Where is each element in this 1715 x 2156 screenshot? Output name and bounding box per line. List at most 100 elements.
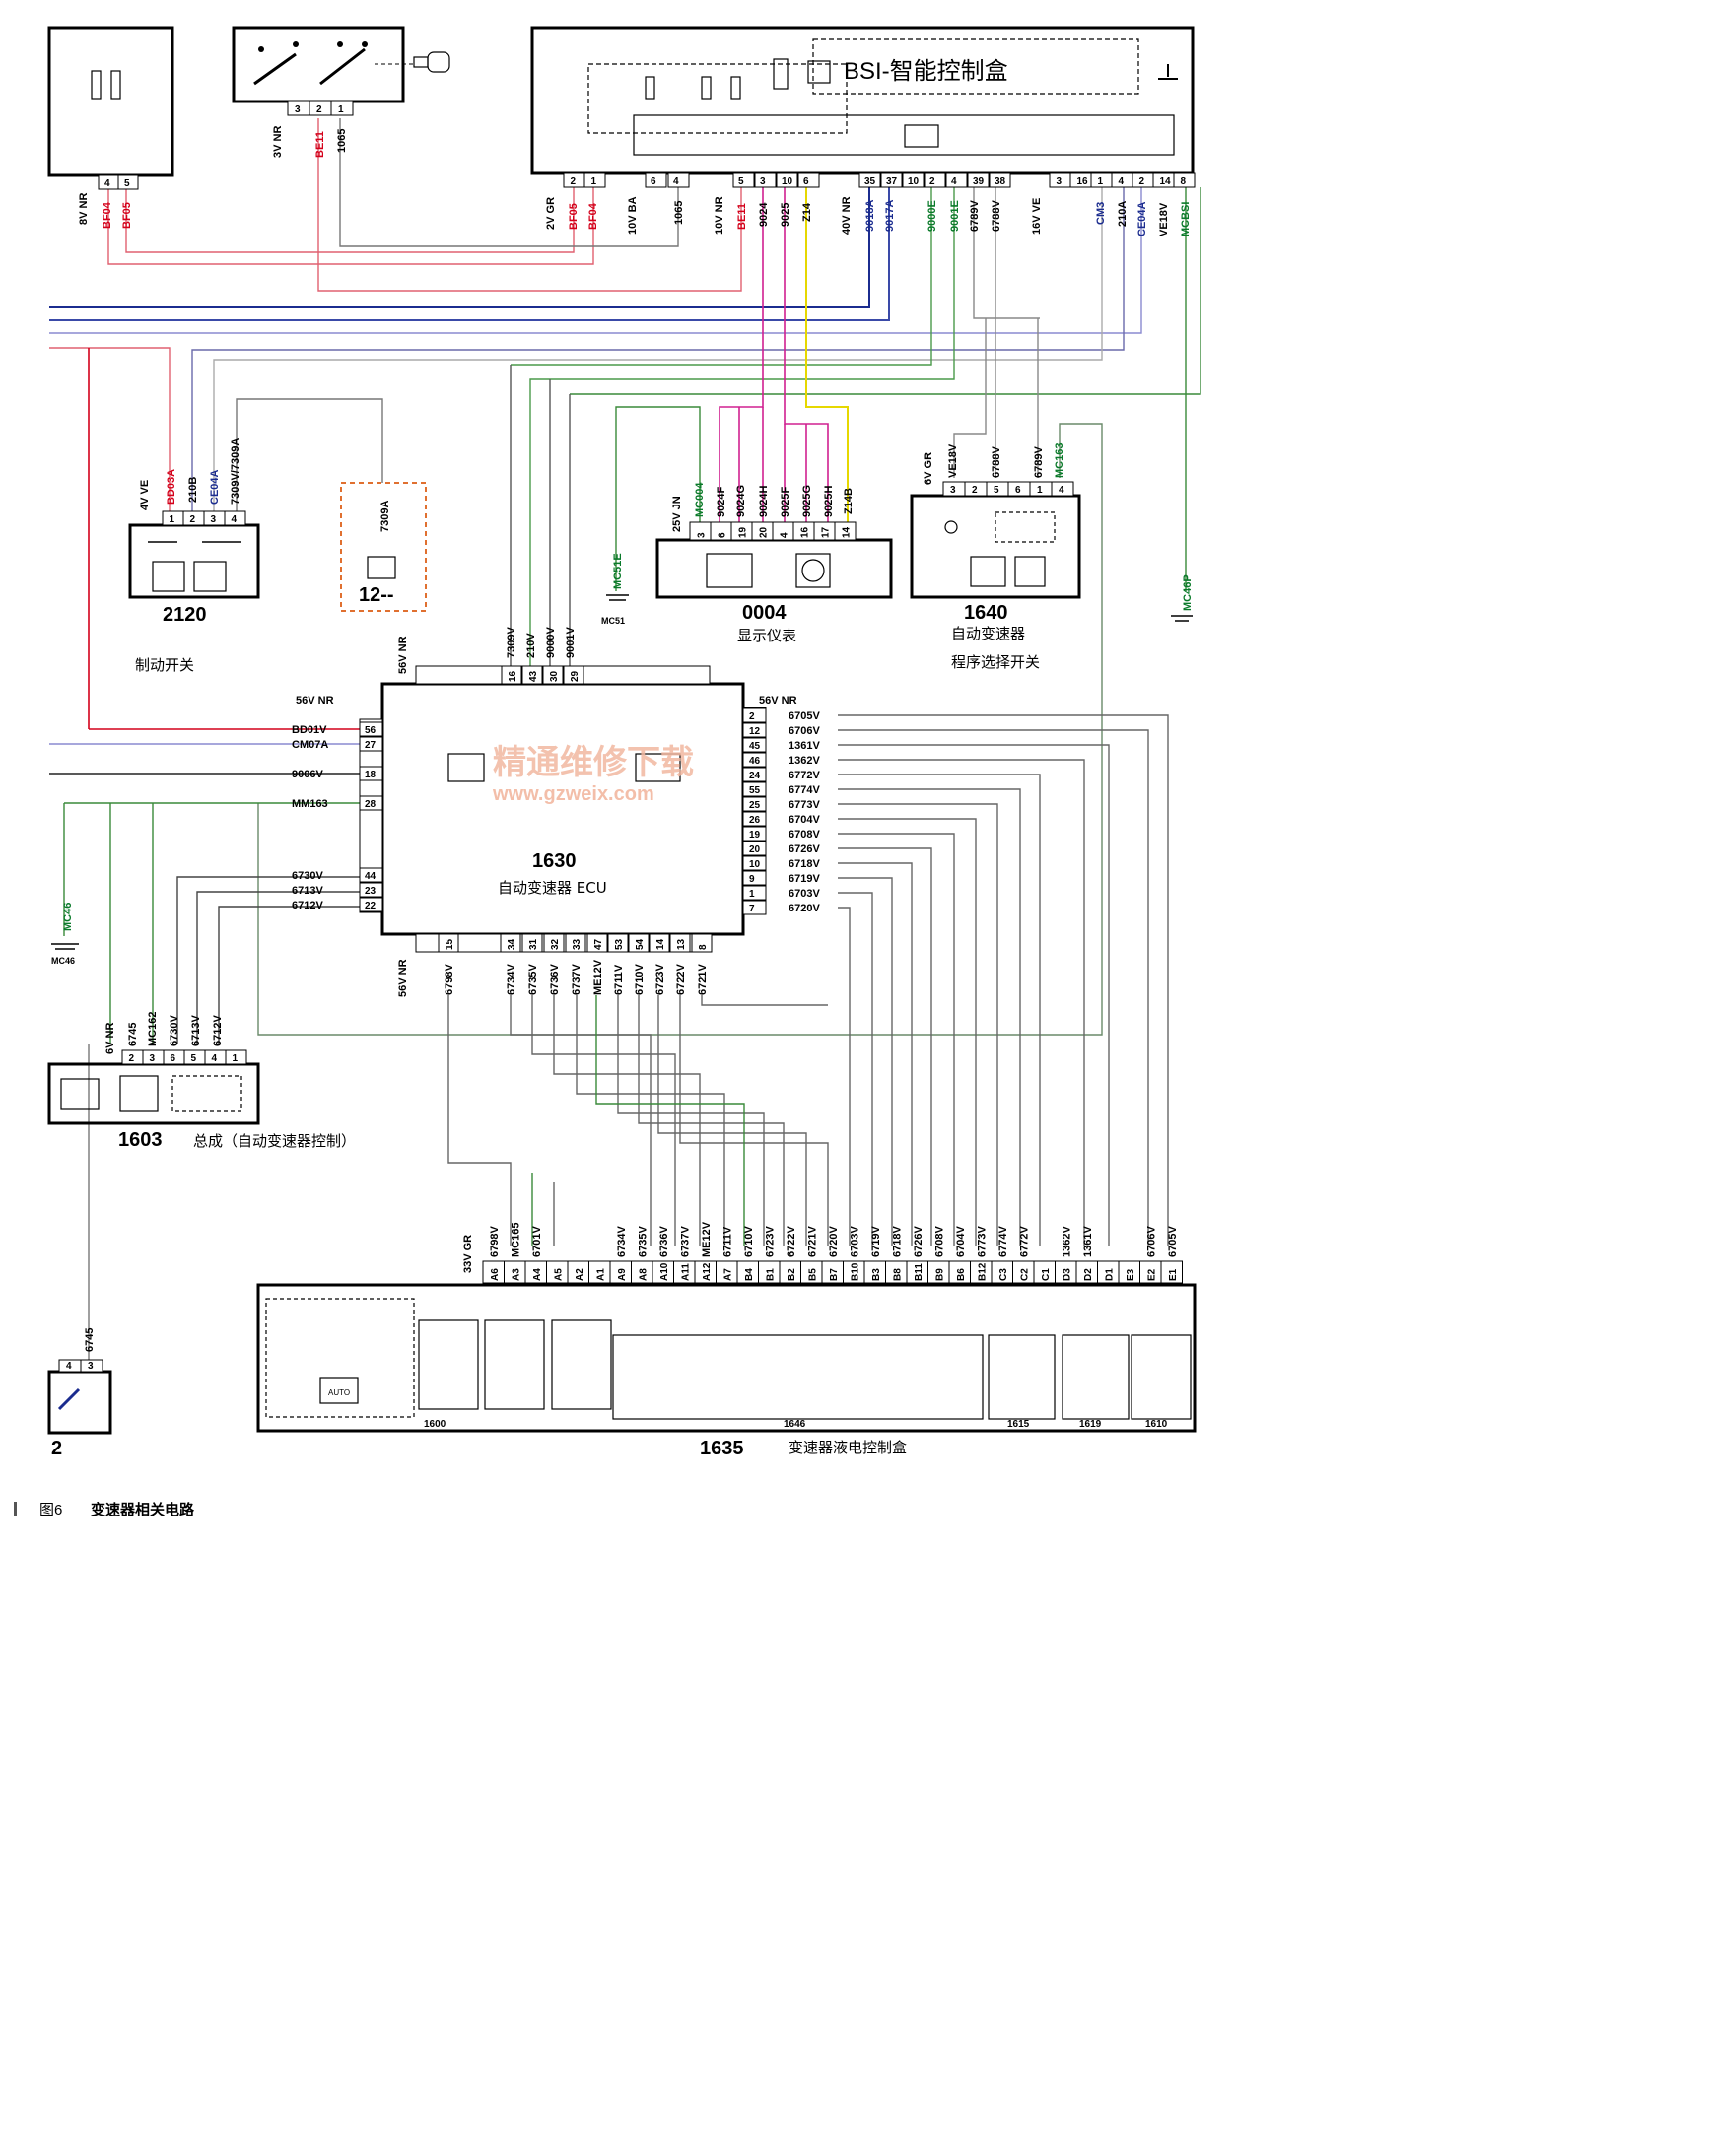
module-1635-code: 1635 (700, 1438, 744, 1459)
m0004-pin-6: 6 (718, 532, 728, 538)
ecu-right-pin-1: 1 (749, 889, 755, 900)
ecu-right-pin-box (742, 900, 767, 915)
bsi-mid-pin-38: 38 (995, 176, 1006, 187)
ecu-right-pin-box (742, 737, 767, 753)
m1635-pin-A7: A7 (722, 1268, 733, 1281)
ecu-bottom-pin-31: 31 (528, 938, 539, 950)
ecu-right-pin-box (742, 870, 767, 886)
wire-mc004-label: MC004 (694, 482, 706, 517)
ecu-right-pin-box (742, 767, 767, 782)
ecu-top-pin-box (501, 665, 522, 685)
ecu-bottom-pin-box (565, 933, 586, 953)
ecu-bottom-pin-14: 14 (655, 938, 666, 950)
m1635-wire-MC165: MC165 (510, 1223, 521, 1257)
ecu-right-pin-box (742, 885, 767, 901)
conn-3v-label: 3V NR (272, 126, 284, 158)
m1635-pin-A12: A12 (702, 1262, 713, 1281)
ecu-left-pin-box (359, 721, 383, 737)
m1635-pin-B4: B4 (744, 1268, 755, 1281)
ecu-bottom-pin-box (628, 933, 650, 953)
m1635-wire-6708V: 6708V (933, 1226, 945, 1257)
wire-6788v-label: 6788V (991, 200, 1002, 232)
m1635-pin-A1: A1 (595, 1268, 606, 1281)
ecu-bottom-pin-box (691, 933, 713, 953)
bsi-right-pin-1: 1 (1098, 176, 1104, 187)
ecu-right-pin-box (742, 722, 767, 738)
m1635-pin-C2: C2 (1019, 1268, 1030, 1281)
ecu-right-pin-box (742, 781, 767, 797)
ecu-bottom-pin-box (649, 933, 670, 953)
bsi-mid-pin-37: 37 (886, 176, 898, 187)
bsi-right-pin-8: 8 (1181, 176, 1187, 187)
module-1640-name1: 自动变速器 (951, 625, 1025, 642)
conn-56v-top: 56V NR (397, 636, 409, 674)
wire-t210v: 210V (525, 633, 537, 658)
m0004-pin-19: 19 (738, 526, 749, 538)
m1635-pin-B5: B5 (807, 1268, 818, 1281)
m1640-pin-4: 4 (1059, 485, 1064, 496)
m1640-pin-1: 1 (1037, 485, 1043, 496)
wire-mc46-label: MC46 (62, 903, 74, 931)
bsi-right-pin-4: 4 (1119, 176, 1125, 187)
m1635-pin-B11: B11 (914, 1263, 925, 1281)
bsi-mid-pin-box (902, 172, 925, 188)
m1635-wire-6706V: 6706V (1145, 1226, 1157, 1257)
bsi-mid-pin-box (989, 172, 1011, 188)
conn-6vnr-label: 6V NR (104, 1023, 116, 1054)
ecu-right-pin-10: 10 (749, 859, 761, 870)
ecu-top-pin-box (563, 665, 584, 685)
module-1630-code: 1630 (532, 850, 577, 872)
ecu-right-pin-26: 26 (749, 815, 761, 826)
ecu-top-pin-box (521, 665, 543, 685)
module-2120-name: 制动开关 (135, 656, 194, 674)
m1635-wire-6772V: 6772V (1018, 1226, 1030, 1257)
conn-40v-label: 40V NR (841, 196, 853, 235)
bsi-mid-pin-box (945, 172, 968, 188)
m1635-wire-6726V: 6726V (913, 1226, 925, 1257)
bsi-mid-pin-6: 6 (651, 176, 656, 187)
ecu-right-wire-6708V: 6708V (789, 829, 820, 841)
bsi-mid-pin-box (880, 172, 903, 188)
m1603-pin-3: 3 (150, 1053, 156, 1064)
ecu-bottom-pin-box (669, 933, 691, 953)
wire-be11-label: BE11 (314, 131, 326, 158)
ecu-left-pin-box (359, 897, 383, 912)
m0004-pin-16: 16 (800, 526, 811, 538)
m1635-wire-6718V: 6718V (891, 1226, 903, 1257)
ecu-right-pin-45: 45 (749, 741, 761, 752)
wire-bf04-bsi: BF04 (587, 202, 599, 230)
ground-mc51: MC51E MC51 (601, 553, 629, 626)
m1603-pin-4: 4 (212, 1053, 218, 1064)
bsi-left-pin-box (583, 172, 606, 188)
ecu-right-wire-6772V: 6772V (789, 770, 820, 781)
ecu-1630: 56BD01V27CM07A189006V28MM163446730V23671… (292, 627, 820, 997)
figure-caption: 图6 变速器相关电路 (14, 1501, 195, 1518)
m1603-wire-6713V: 6713V (190, 1015, 202, 1046)
m0004-pin-box (834, 521, 857, 541)
m1603-wire-6745: 6745 (127, 1023, 139, 1046)
m2120-pin-4: 4 (232, 514, 238, 525)
m1635-wire-6773V: 6773V (976, 1226, 988, 1257)
wire-ce04a-2120: CE04A (209, 469, 221, 505)
bsi-mid-pin-box (797, 172, 820, 188)
m1635-pin-A4: A4 (532, 1268, 543, 1281)
wiring-diagram: 45 8V NR BF04 BF05 321 3V NR BE11 1065 (14, 26, 1201, 1518)
ecu-right-pin-box (742, 796, 767, 812)
m1635-pin-B9: B9 (934, 1268, 945, 1281)
m1603-wire-MC162: MC162 (147, 1012, 159, 1046)
module-1640-code: 1640 (964, 602, 1008, 624)
bsi-mid-pin-3: 3 (760, 176, 766, 187)
bsi-right-pin-box (1173, 172, 1196, 188)
ecu-bottom-pin-box (521, 933, 543, 953)
conn-10vnr-label: 10V NR (714, 196, 725, 235)
ecu-left-pin-box (359, 867, 383, 883)
module-12-code: 12-- (359, 584, 394, 606)
wire-bf05-label: BF05 (121, 202, 133, 229)
ecu-bottom-pin-box (543, 933, 565, 953)
ecu-right-wire-6719V: 6719V (789, 873, 820, 885)
wire-6789v-1640: 6789V (1033, 446, 1045, 478)
m1635-pin-A5: A5 (553, 1268, 564, 1281)
